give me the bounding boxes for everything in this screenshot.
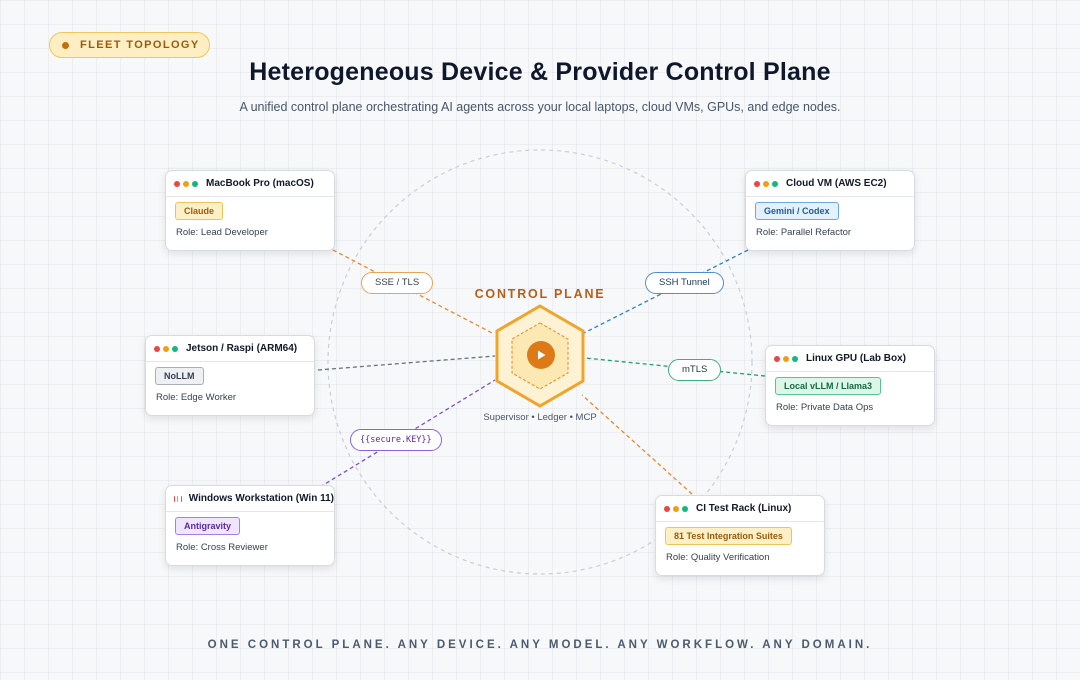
node-card-cloud-vm[interactable]: Cloud VM (AWS EC2) Gemini / Codex Role: … bbox=[745, 170, 915, 251]
node-header: MacBook Pro (macOS) bbox=[166, 171, 334, 197]
window-maximize-dot-icon bbox=[192, 180, 198, 187]
node-role: Role: Lead Developer bbox=[176, 227, 268, 238]
window-close-dot-icon bbox=[664, 505, 670, 512]
link-line-windows bbox=[319, 379, 496, 488]
link-label-mtls: mTLS bbox=[668, 359, 722, 381]
node-header: Jetson / Raspi (ARM64) bbox=[146, 336, 314, 362]
node-name: MacBook Pro (macOS) bbox=[206, 178, 314, 189]
orbit-ring bbox=[327, 149, 753, 575]
node-card-linux-gpu[interactable]: Linux GPU (Lab Box) Local vLLM / Llama3 … bbox=[765, 345, 935, 426]
node-header: CI Test Rack (Linux) bbox=[656, 496, 824, 522]
control-plane-services: Supervisor • Ledger • MCP bbox=[483, 412, 597, 423]
provider-tag: Antigravity bbox=[175, 517, 241, 535]
play-icon[interactable] bbox=[527, 341, 555, 369]
page-subtitle: A unified control plane orchestrating AI… bbox=[239, 100, 841, 114]
provider-tag: 81 Test Integration Suites bbox=[665, 527, 792, 545]
window-close-dot-icon bbox=[154, 345, 160, 352]
badge-label: FLEET TOPOLOGY bbox=[80, 39, 200, 51]
node-role: Role: Quality Verification bbox=[666, 552, 770, 563]
node-name: Jetson / Raspi (ARM64) bbox=[186, 343, 298, 354]
link-label-secure-key: {{secure.KEY}} bbox=[350, 429, 442, 451]
link-label-ssh-tunnel: SSH Tunnel bbox=[645, 272, 724, 294]
node-role: Role: Edge Worker bbox=[156, 392, 237, 403]
link-line-macbook bbox=[332, 249, 495, 335]
link-label-sse-tls: SSE / TLS bbox=[361, 272, 434, 294]
window-minimize-dot-icon bbox=[163, 345, 169, 352]
node-card-macbook[interactable]: MacBook Pro (macOS) Claude Role: Lead De… bbox=[165, 170, 335, 251]
node-role: Role: Cross Reviewer bbox=[176, 542, 268, 553]
node-header: Windows Workstation (Win 11) bbox=[166, 486, 334, 512]
badge-dot-icon bbox=[62, 41, 69, 49]
footer-tagline: ONE CONTROL PLANE. ANY DEVICE. ANY MODEL… bbox=[207, 639, 873, 651]
window-minimize-dot-icon bbox=[783, 355, 789, 362]
window-maximize-dot-icon bbox=[772, 180, 778, 187]
window-close-dot-icon bbox=[174, 180, 180, 187]
provider-tag: NoLLM bbox=[155, 367, 204, 385]
page-title: Heterogeneous Device & Provider Control … bbox=[249, 58, 831, 86]
fleet-topology-badge: FLEET TOPOLOGY bbox=[49, 32, 210, 58]
node-header: Linux GPU (Lab Box) bbox=[766, 346, 934, 372]
node-name: Windows Workstation (Win 11) bbox=[188, 493, 334, 504]
window-minimize-dot-icon bbox=[183, 180, 189, 187]
node-role: Role: Parallel Refactor bbox=[756, 227, 852, 238]
node-name: CI Test Rack (Linux) bbox=[696, 503, 792, 514]
node-name: Linux GPU (Lab Box) bbox=[806, 353, 906, 364]
window-close-dot-icon bbox=[754, 180, 760, 187]
link-line-jetson bbox=[317, 355, 496, 371]
window-maximize-dot-icon bbox=[682, 505, 688, 512]
provider-tag: Gemini / Codex bbox=[755, 202, 839, 220]
node-card-windows[interactable]: Windows Workstation (Win 11) Antigravity… bbox=[165, 485, 335, 566]
window-minimize-dot-icon bbox=[763, 180, 769, 187]
window-maximize-dot-icon bbox=[792, 355, 798, 362]
node-role: Role: Private Data Ops bbox=[776, 402, 874, 413]
control-plane-title: CONTROL PLANE bbox=[474, 287, 606, 301]
provider-tag: Claude bbox=[175, 202, 224, 220]
play-triangle-icon bbox=[538, 350, 546, 360]
provider-tag: Local vLLM / Llama3 bbox=[775, 377, 882, 395]
node-card-ci-rack[interactable]: CI Test Rack (Linux) 81 Test Integration… bbox=[655, 495, 825, 576]
node-card-jetson[interactable]: Jetson / Raspi (ARM64) NoLLM Role: Edge … bbox=[145, 335, 315, 416]
window-maximize-dot-icon bbox=[172, 345, 178, 352]
node-name: Cloud VM (AWS EC2) bbox=[786, 178, 887, 189]
link-line-ci-rack bbox=[581, 394, 693, 495]
window-close-dot-icon bbox=[774, 355, 780, 362]
node-header: Cloud VM (AWS EC2) bbox=[746, 171, 914, 197]
window-minimize-dot-icon bbox=[673, 505, 679, 512]
link-line-linux-gpu bbox=[584, 357, 766, 377]
